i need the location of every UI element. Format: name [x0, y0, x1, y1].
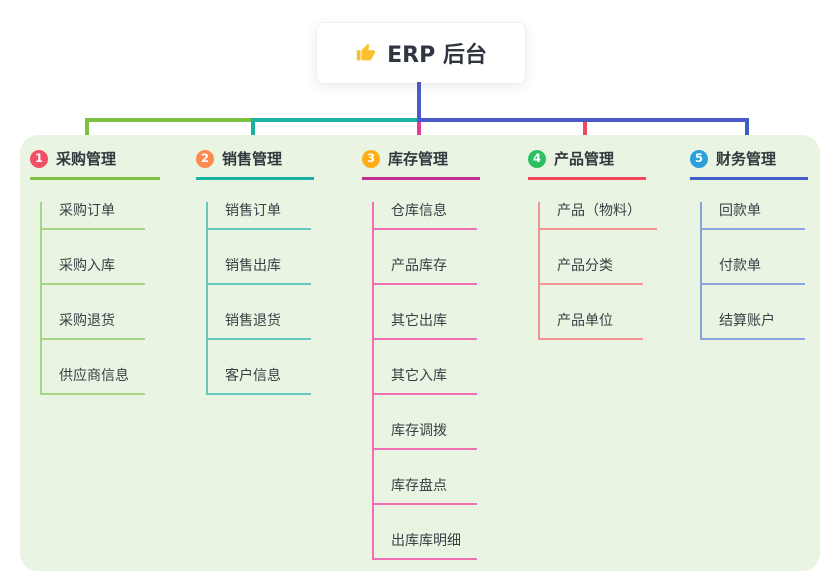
mindmap-child-node[interactable]: 出库库明细	[374, 532, 477, 560]
mindmap-child-node[interactable]: 销售出库	[208, 257, 311, 285]
mindmap-child-node[interactable]: 其它入库	[374, 367, 477, 395]
branch-4-column: 4 产品管理产品（物料） 产品分类产品单位	[528, 148, 657, 340]
mindmap-child-node[interactable]: 其它出库	[374, 312, 477, 340]
branch-2-header[interactable]: 2 销售管理	[196, 148, 314, 180]
mindmap-child-node[interactable]: 供应商信息	[42, 367, 145, 395]
mindmap-child-node[interactable]: 客户信息	[208, 367, 311, 395]
mindmap-child-node[interactable]: 采购入库	[42, 257, 145, 285]
branch-3-column: 3 库存管理仓库信息产品库存其它出库其它入库库存调拨库存盘点出库库明细	[362, 148, 480, 560]
branch-2-number-badge: 2	[196, 149, 214, 168]
horizontal-connector-teal	[251, 118, 421, 122]
root-node[interactable]: ERP 后台	[316, 22, 526, 84]
branch-2-children: 销售订单销售出库销售退货客户信息	[206, 202, 314, 395]
mindmap-child-node[interactable]: 产品（物料）	[540, 202, 657, 230]
branch-1-number-badge: 1	[30, 149, 48, 168]
mindmap-child-node[interactable]: 采购订单	[42, 202, 145, 230]
mindmap-child-node[interactable]: 销售退货	[208, 312, 311, 340]
horizontal-connector-green	[85, 118, 251, 122]
branch-4-number-badge: 4	[528, 149, 546, 168]
branch-1-drop-line	[85, 118, 89, 150]
branch-1-label: 采购管理	[56, 150, 117, 168]
branch-4-label: 产品管理	[554, 150, 615, 168]
horizontal-connector-blue	[417, 118, 749, 122]
branch-5-column: 5 财务管理回款单付款单结算账户	[690, 148, 808, 340]
mindmap-child-node[interactable]: 回款单	[702, 202, 805, 230]
branches-panel	[20, 135, 820, 571]
branch-5-number-badge: 5	[690, 149, 708, 168]
branch-3-children: 仓库信息产品库存其它出库其它入库库存调拨库存盘点出库库明细	[372, 202, 480, 560]
mindmap-child-node[interactable]: 产品单位	[540, 312, 643, 340]
branch-1-header[interactable]: 1 采购管理	[30, 148, 160, 180]
branch-1-children: 采购订单采购入库采购退货供应商信息	[40, 202, 160, 395]
mindmap-child-node[interactable]: 付款单	[702, 257, 805, 285]
mindmap-child-node[interactable]: 产品库存	[374, 257, 477, 285]
branch-2-label: 销售管理	[222, 150, 283, 168]
branch-3-header[interactable]: 3 库存管理	[362, 148, 480, 180]
thumbs-up-icon	[355, 42, 377, 64]
root-trunk-line	[417, 82, 421, 122]
branch-3-label: 库存管理	[388, 150, 449, 168]
root-title: ERP 后台	[387, 43, 487, 68]
mindmap-child-node[interactable]: 结算账户	[702, 312, 805, 340]
mindmap-child-node[interactable]: 产品分类	[540, 257, 643, 285]
branch-2-drop-line	[251, 118, 255, 150]
branch-2-column: 2 销售管理销售订单销售出库销售退货客户信息	[196, 148, 314, 395]
branch-5-children: 回款单付款单结算账户	[700, 202, 808, 340]
mindmap-child-node[interactable]: 库存调拨	[374, 422, 477, 450]
branch-3-drop-line	[417, 118, 421, 150]
branch-3-number-badge: 3	[362, 149, 380, 168]
branch-4-children: 产品（物料） 产品分类产品单位	[538, 202, 657, 340]
branch-1-column: 1 采购管理采购订单采购入库采购退货供应商信息	[30, 148, 160, 395]
branch-4-drop-line	[583, 118, 587, 150]
mindmap-child-node[interactable]: 仓库信息	[374, 202, 477, 230]
mindmap-child-node[interactable]: 库存盘点	[374, 477, 477, 505]
branch-5-label: 财务管理	[716, 150, 777, 168]
branch-5-drop-line	[745, 118, 749, 150]
branch-4-header[interactable]: 4 产品管理	[528, 148, 646, 180]
mindmap-child-node[interactable]: 销售订单	[208, 202, 311, 230]
branch-5-header[interactable]: 5 财务管理	[690, 148, 808, 180]
mindmap-child-node[interactable]: 采购退货	[42, 312, 145, 340]
